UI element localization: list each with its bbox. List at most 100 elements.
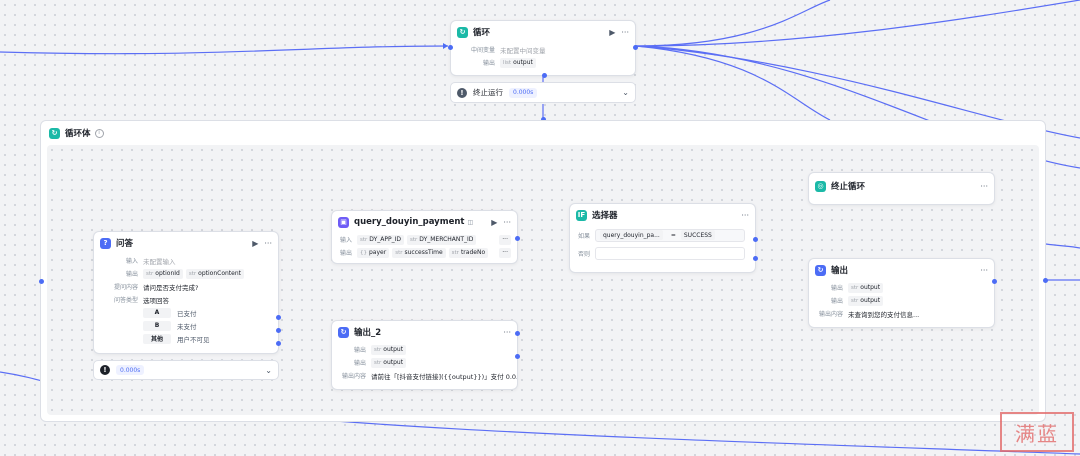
- loop-icon: ↻: [457, 26, 468, 38]
- more-chip-icon[interactable]: ···: [499, 234, 511, 245]
- row-label: 输出: [353, 360, 366, 367]
- option-a-port[interactable]: [276, 315, 281, 320]
- run-icon[interactable]: ▶: [609, 27, 616, 37]
- else-box[interactable]: [595, 246, 745, 260]
- condition-box[interactable]: query_douyin_pa... = SUCCESS: [595, 228, 745, 242]
- output2-node-title: 输出_2: [354, 328, 382, 338]
- selector-if-port[interactable]: [753, 237, 758, 242]
- output-node-title: 输出: [831, 266, 849, 276]
- row-label: 输出: [830, 298, 843, 305]
- time-badge: 0.000s: [116, 365, 145, 375]
- condition-right: SUCCESS: [680, 230, 715, 240]
- row-label: 输出: [830, 285, 843, 292]
- qa-status-bar[interactable]: ! 0.000s ⌄: [93, 360, 279, 380]
- row-label: 输出: [353, 347, 366, 354]
- option-key: 其他: [143, 333, 171, 344]
- row-label: 问答类型: [113, 297, 138, 304]
- loop-bottom-port[interactable]: [542, 73, 547, 78]
- watermark-stamp: 满蓝: [1000, 412, 1074, 452]
- selector-else-port[interactable]: [753, 256, 758, 261]
- more-chip-icon[interactable]: ···: [499, 247, 511, 258]
- row-label: 输入: [339, 237, 352, 244]
- output2-out-port-b[interactable]: [515, 354, 520, 359]
- row-label: 中间变量: [470, 47, 495, 54]
- terminate-run-bar[interactable]: ! 终止运行 0.000s ⌄: [450, 82, 636, 103]
- output2-out-port-a[interactable]: [515, 331, 520, 336]
- chevron-down-icon[interactable]: ⌄: [265, 365, 272, 375]
- stop-icon: !: [457, 87, 467, 98]
- row-label: 输入: [125, 258, 138, 265]
- more-icon[interactable]: ···: [503, 327, 511, 337]
- selector-node[interactable]: IF 选择器 ··· 如果 query_douyin_pa... = SUCCE…: [569, 203, 758, 273]
- plugin-node-title: query_douyin_payment: [354, 217, 465, 227]
- loop-in-port[interactable]: [448, 45, 453, 50]
- row-label: 输出内容: [818, 311, 843, 318]
- chevron-down-icon[interactable]: ⌄: [622, 88, 629, 97]
- plugin-out-port[interactable]: [515, 236, 520, 241]
- row-label: 输出: [339, 250, 352, 257]
- more-icon[interactable]: ···: [264, 238, 272, 248]
- more-icon[interactable]: ···: [980, 265, 988, 275]
- row-label: 输出内容: [341, 373, 366, 380]
- row-value: 未配置中间变量: [500, 46, 546, 55]
- more-icon[interactable]: ···: [621, 27, 629, 37]
- condition-op: =: [670, 231, 676, 239]
- selector-node-title: 选择器: [592, 211, 618, 221]
- loop-body-title: 循环体: [65, 129, 91, 139]
- option-text: 用户不可见: [177, 335, 210, 344]
- option-text: 已支付: [177, 309, 197, 318]
- more-icon[interactable]: ···: [741, 210, 749, 220]
- output-out-port[interactable]: [992, 279, 997, 284]
- break-icon: ◎: [815, 180, 826, 192]
- more-icon[interactable]: ···: [980, 181, 988, 191]
- plugin-icon: ▣: [338, 216, 349, 228]
- info-icon[interactable]: i: [94, 128, 104, 138]
- loop-body-icon: ↻: [49, 127, 60, 139]
- row-value: 未配置输入: [143, 257, 176, 266]
- output-content: 请前往「[抖音支付链接]({{output}})」支付 0.0...: [371, 372, 517, 381]
- condition-left: query_douyin_pa...: [600, 230, 663, 240]
- loop-node-title: 循环: [473, 28, 491, 38]
- row-label: 提问内容: [113, 284, 138, 291]
- loop-body-out-port[interactable]: [1043, 278, 1048, 283]
- option-text: 未支付: [177, 322, 197, 331]
- output-icon: ↻: [815, 264, 826, 276]
- var-chip: {}payer: [357, 247, 390, 258]
- qa-node-title: 问答: [116, 239, 134, 249]
- output-content: 未查询到您的支付信息...: [848, 310, 920, 319]
- option-key: A: [143, 307, 171, 318]
- loop-body-in-port[interactable]: [39, 279, 44, 284]
- terminate-run-label: 终止运行: [473, 88, 503, 97]
- run-icon[interactable]: ▶: [252, 238, 259, 248]
- question-text: 请问是否支付完成?: [143, 283, 199, 292]
- output-icon: ↻: [338, 326, 349, 338]
- answer-type: 选项回答: [143, 296, 169, 305]
- break-node-title: 终止循环: [831, 182, 866, 192]
- watermark-text: 满蓝: [1015, 421, 1059, 446]
- break-loop-node[interactable]: ◎ 终止循环 ···: [808, 172, 995, 205]
- qa-icon: ?: [100, 237, 111, 249]
- option-other-port[interactable]: [276, 341, 281, 346]
- else-label: 否则: [577, 250, 590, 258]
- row-label: 输出: [482, 60, 495, 67]
- option-b-port[interactable]: [276, 328, 281, 333]
- run-icon[interactable]: ▶: [491, 217, 498, 227]
- more-icon[interactable]: ···: [503, 217, 511, 227]
- plugin-badge-icon: ◫: [467, 218, 474, 226]
- loop-out-port[interactable]: [633, 45, 638, 50]
- loop-body-top-port[interactable]: [541, 117, 546, 122]
